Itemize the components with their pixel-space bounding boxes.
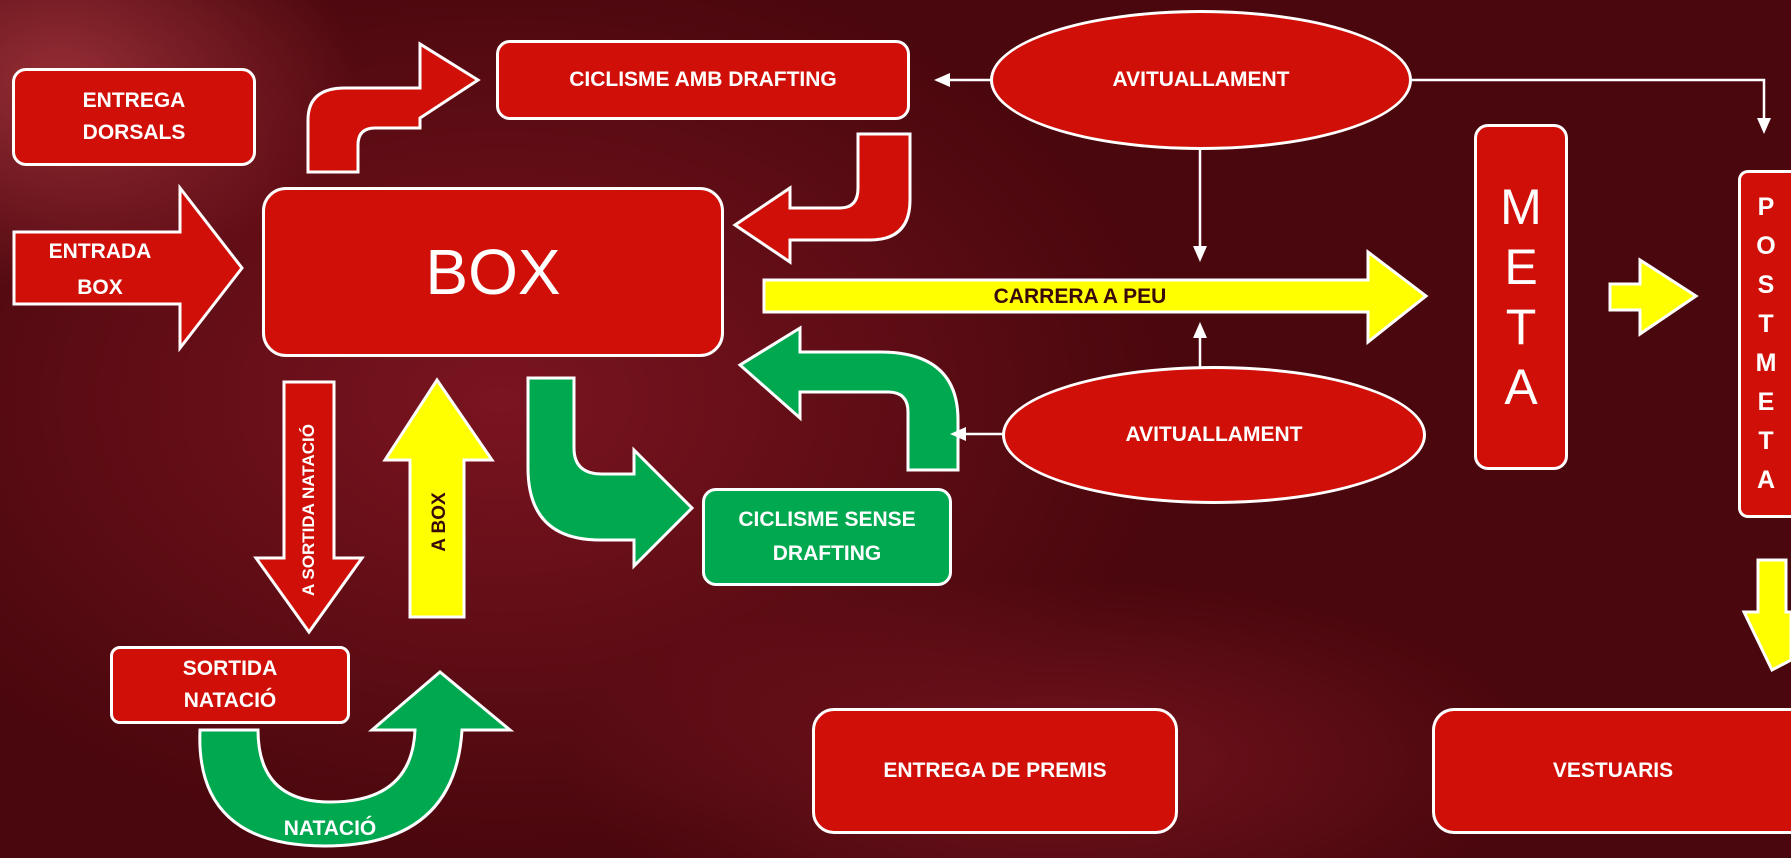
postmeta-to-vestuaris-arrow — [1741, 558, 1791, 673]
postmeta-letter: M — [1755, 349, 1777, 377]
arrowhead-avit-to-amb — [934, 73, 950, 87]
vestuaris-box: VESTUARIS — [1432, 708, 1791, 834]
natacio-label: NATACIÓ — [283, 817, 377, 840]
avituallament-top-ellipse: AVITUALLAMENT — [990, 10, 1412, 150]
from-ciclisme-sense-drafting-arrow — [737, 325, 960, 472]
postmeta-letter: P — [1757, 193, 1775, 221]
a-sortida-natacio-label: A SORTIDA NATACIÓ — [299, 424, 318, 596]
meta-letter: A — [1504, 359, 1538, 415]
ciclisme-sense-drafting-box: CICLISME SENSE DRAFTING — [702, 488, 952, 586]
postmeta-letter: E — [1757, 388, 1775, 416]
entrada-box-label: ENTRADA BOX — [48, 240, 152, 299]
entrega-dorsals-box: ENTREGA DORSALS — [12, 68, 256, 166]
to-ciclisme-amb-drafting-arrow — [306, 41, 481, 174]
meta-to-postmeta-arrow — [1608, 257, 1699, 337]
ciclisme-amb-drafting-box: CICLISME AMB DRAFTING — [496, 40, 910, 120]
a-sortida-natacio-arrow — [253, 380, 365, 635]
meta-letter: T — [1505, 299, 1537, 355]
meta-letter: E — [1504, 239, 1538, 295]
a-box-arrow — [382, 377, 495, 619]
postmeta-letter: T — [1758, 427, 1774, 455]
entrega-de-premis-box: ENTREGA DE PREMIS — [812, 708, 1178, 834]
postmeta-letter: S — [1757, 271, 1775, 299]
connector-avit-to-postmeta — [1396, 78, 1766, 122]
postmeta-letter: O — [1756, 232, 1776, 260]
arrowhead-avit-bottom-up — [1193, 322, 1207, 338]
sortida-natacio-box: SORTIDA NATACIÓ — [110, 646, 350, 724]
meta-letter: M — [1500, 179, 1542, 235]
entrada-box-arrow — [12, 183, 244, 353]
arrowhead-avit-top-down — [1193, 246, 1207, 262]
postmeta-letter: T — [1758, 310, 1774, 338]
to-ciclisme-sense-drafting-arrow — [526, 376, 695, 570]
a-box-label: A BOX — [429, 492, 450, 552]
meta-box: M E T A — [1474, 124, 1568, 470]
box-node: BOX — [262, 187, 724, 357]
avituallament-bottom-ellipse: AVITUALLAMENT — [1002, 366, 1426, 504]
postmeta-letter: A — [1756, 466, 1776, 494]
postmeta-box: P O S T M E T A — [1738, 170, 1791, 518]
arrowhead-avit-to-postmeta — [1757, 118, 1771, 134]
arrowhead-avit-to-sense — [950, 427, 966, 441]
carrera-a-peu-arrow — [762, 248, 1429, 346]
carrera-a-peu-label: CARRERA A PEU — [993, 285, 1167, 308]
from-ciclisme-amb-drafting-arrow — [732, 132, 912, 265]
natacio-arrow — [198, 670, 515, 848]
